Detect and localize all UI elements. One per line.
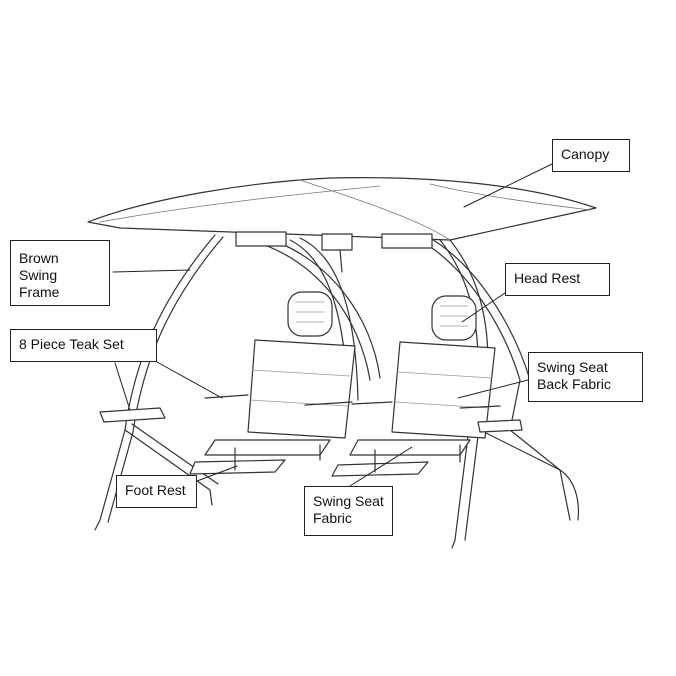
leader-seat-fabric — [349, 446, 413, 487]
leader-teak-table — [114, 362, 131, 411]
label-foot-rest: Foot Rest — [116, 475, 197, 508]
label-seat-fabric: Swing Seat Fabric — [304, 486, 393, 536]
left-seat-shape — [189, 291, 356, 475]
canopy-shape — [87, 177, 597, 241]
label-canopy: Canopy — [552, 139, 630, 172]
label-swing-frame: Brown Swing Frame — [10, 240, 110, 306]
leader-teak-set — [156, 361, 223, 399]
leader-frame — [112, 269, 191, 273]
leader-foot-rest — [196, 465, 238, 482]
leader-canopy — [463, 163, 553, 208]
label-teak-set: 8 Piece Teak Set — [10, 329, 157, 362]
swing-frame-shape — [94, 231, 580, 549]
teak-tables-shape — [99, 407, 523, 433]
label-back-fabric: Swing Seat Back Fabric — [528, 352, 643, 402]
label-head-rest: Head Rest — [505, 263, 610, 296]
leader-head-rest — [461, 292, 506, 323]
right-seat-shape — [331, 295, 501, 477]
leader-back-fabric — [457, 379, 529, 399]
leader-lines — [112, 163, 553, 487]
